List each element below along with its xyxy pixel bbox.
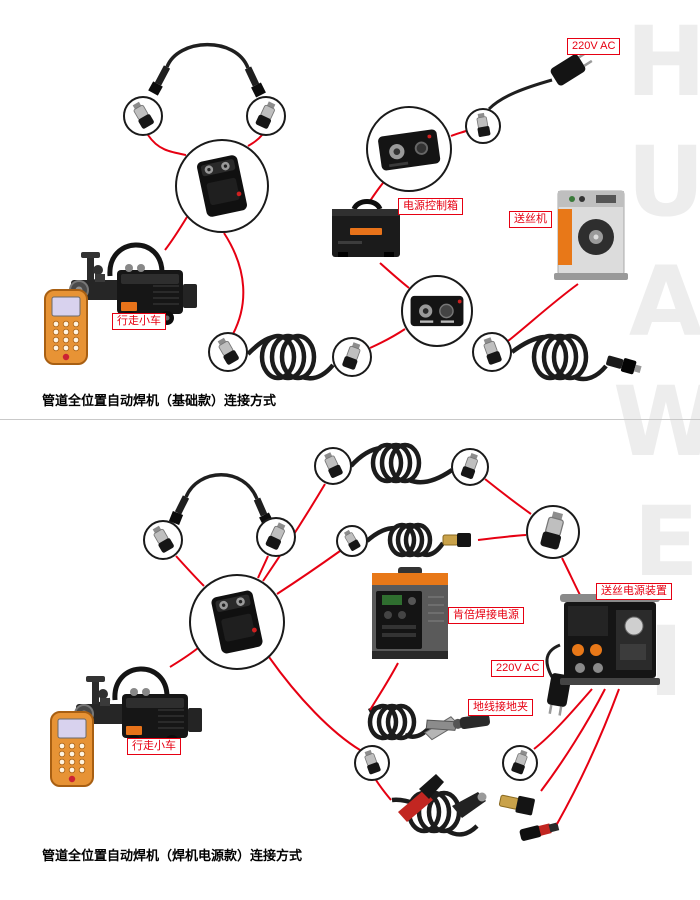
- control-box-top-panel-callout: [366, 106, 452, 192]
- carriage-junction-box-callout: [175, 139, 269, 233]
- brass-connector-icon: [442, 533, 471, 547]
- label-wire-feed-power: 送丝电源装置: [596, 583, 672, 600]
- connector-detail-callout: [354, 745, 390, 781]
- connector-detail-callout: [246, 96, 286, 136]
- section-title-power: 管道全位置自动焊机（焊机电源款）连接方式: [42, 848, 303, 863]
- red-connection-lines: [147, 130, 620, 825]
- connector-detail-callout: [451, 448, 489, 486]
- label-wire-feeder: 送丝机: [509, 211, 552, 228]
- label-carriage-power: 行走小车: [127, 738, 181, 755]
- connector-detail-callout: [472, 332, 512, 372]
- wire-feed-power-unit: [558, 592, 662, 688]
- connector-detail-callout: [502, 745, 538, 781]
- connector-detail-callout: [465, 108, 501, 144]
- label-welding-power: 肯倍焊接电源: [448, 607, 524, 624]
- connector-detail-callout: [123, 96, 163, 136]
- section-divider: [0, 419, 700, 420]
- cable-end-connector-icon: [606, 355, 642, 375]
- power-control-box-unit: [330, 196, 402, 263]
- welding-power-source-unit: [368, 563, 452, 663]
- power-connector-icon: [519, 822, 560, 841]
- connector-detail-callout: [143, 520, 183, 560]
- wire-feed-power-connector-callout: [526, 505, 580, 559]
- electrode-holder-icon: [398, 774, 487, 822]
- label-220v-ac-power: 220V AC: [491, 660, 545, 677]
- connector-detail-callout: [314, 447, 352, 485]
- label-220v-ac-basic: 220V AC: [567, 38, 621, 55]
- coiled-cables: [246, 333, 608, 837]
- connector-detail-callout: [336, 525, 368, 557]
- wire-feeder-unit: [552, 185, 630, 282]
- control-box-bottom-panel-callout: [401, 275, 473, 347]
- carriage-junction-box-callout: [189, 574, 285, 670]
- label-control-box: 电源控制箱: [398, 198, 463, 215]
- plugs-and-connectors: [398, 51, 642, 841]
- remote-control-unit: [42, 288, 90, 366]
- remote-control-unit: [48, 710, 96, 788]
- label-ground-clamp: 地线接地夹: [468, 699, 533, 716]
- ground-clamp-unit: [418, 702, 496, 746]
- section-title-basic: 管道全位置自动焊机（基础款）连接方式: [42, 393, 277, 408]
- connector-detail-callout: [208, 332, 248, 372]
- connector-detail-callout: [256, 517, 296, 557]
- brass-connector-icon: [498, 794, 535, 816]
- label-carriage-basic: 行走小车: [112, 313, 166, 330]
- connector-detail-callout: [332, 337, 372, 377]
